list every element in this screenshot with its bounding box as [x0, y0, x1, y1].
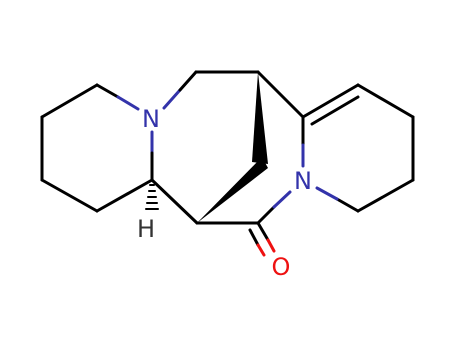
bond-c14-c15	[356, 178, 415, 213]
wedge-bond-c8-c10	[197, 157, 268, 223]
bond-c1-n1-b	[116, 95, 140, 111]
bond-c1-n1-a	[95, 83, 120, 99]
bond-n1-c6-b	[178, 70, 198, 92]
atom-h1-label: H	[137, 215, 155, 243]
wedge-bond-c7-c10	[252, 72, 268, 164]
bond-c5-c8	[150, 178, 199, 225]
bond-c4-c5	[95, 178, 154, 213]
bond-c11-c12-double	[310, 95, 360, 126]
atom-n1-label: N	[142, 105, 160, 133]
bond-c9-o1-d	[256, 243, 266, 257]
bond-c7-c11	[256, 70, 305, 119]
atom-n2-label: N	[294, 167, 312, 195]
bond-n1-c6-a	[162, 88, 182, 110]
hashed-bond-c5-h	[145, 184, 159, 210]
bond-c9-o1-b	[266, 238, 276, 253]
bond-c1-c2	[40, 83, 99, 119]
bond-c9-o1-c	[248, 228, 260, 247]
atom-o1-label: O	[272, 253, 291, 281]
bond-c9-n2-b	[272, 190, 292, 209]
bond-c15-n2-b	[315, 186, 339, 201]
bond-c11-c12	[301, 83, 360, 119]
bond-c15-n2-a	[335, 197, 360, 213]
bond-c9-o1-a	[256, 221, 270, 242]
bond-c12-c13	[356, 83, 415, 119]
bond-c3-c4	[40, 178, 99, 213]
bond-c9-n2-a	[256, 205, 276, 225]
